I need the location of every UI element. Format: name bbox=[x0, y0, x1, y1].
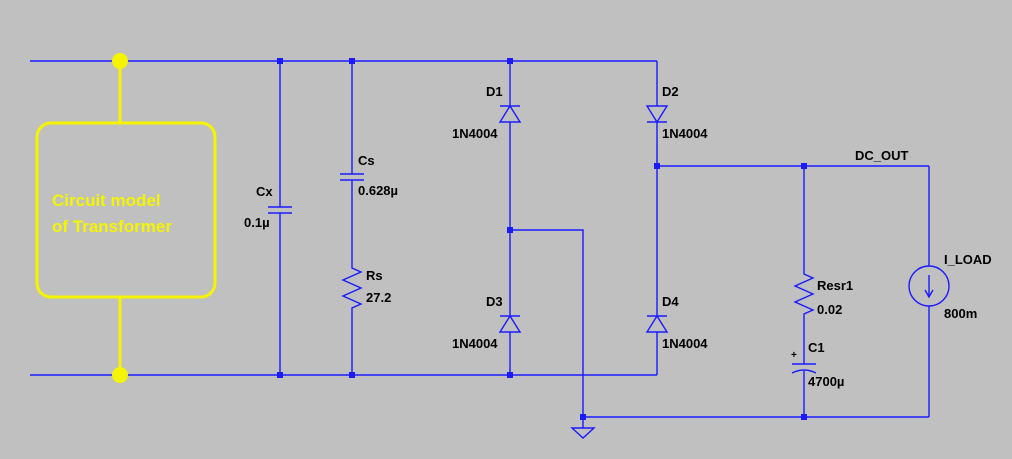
transformer-terminal-top bbox=[112, 53, 128, 69]
transformer-label-line1: Circuit model bbox=[52, 191, 161, 210]
d4-name: D4 bbox=[662, 294, 679, 309]
d3-value: 1N4004 bbox=[452, 336, 498, 351]
diode-d1[interactable]: D1 1N4004 bbox=[452, 84, 522, 141]
diode-triangle bbox=[498, 314, 522, 333]
current-source-circle bbox=[908, 265, 950, 307]
transformer-box bbox=[35, 121, 217, 299]
ground-icon bbox=[570, 427, 596, 439]
resistor-rs[interactable]: Rs 27.2 bbox=[341, 264, 391, 310]
resistor-resr1[interactable]: Resr1 0.02 bbox=[793, 270, 853, 318]
junction-dot bbox=[801, 163, 807, 169]
resr1-name: Resr1 bbox=[817, 278, 853, 293]
junction-dot bbox=[507, 58, 513, 64]
wires bbox=[30, 60, 930, 418]
plus-icon: + bbox=[791, 350, 797, 361]
current-source-i-load[interactable]: I_LOAD 800m bbox=[908, 252, 992, 321]
resr1-value: 0.02 bbox=[817, 302, 842, 317]
diode-d2[interactable]: D2 1N4004 bbox=[645, 84, 708, 141]
junction-dot bbox=[349, 58, 355, 64]
cx-value: 0.1µ bbox=[244, 215, 270, 230]
d2-value: 1N4004 bbox=[662, 126, 708, 141]
resistor-zigzag bbox=[793, 270, 815, 318]
transformer-model[interactable]: Circuit model of Transformer bbox=[35, 53, 217, 383]
junction-dot bbox=[349, 372, 355, 378]
junction-dot bbox=[507, 372, 513, 378]
diode-d4[interactable]: D4 1N4004 bbox=[645, 294, 708, 351]
capacitor-cs[interactable]: Cs 0.628µ bbox=[340, 153, 398, 198]
rs-value: 27.2 bbox=[366, 290, 391, 305]
d2-name: D2 bbox=[662, 84, 679, 99]
c1-name: C1 bbox=[808, 340, 825, 355]
i-load-value: 800m bbox=[944, 306, 977, 321]
junction-dot bbox=[801, 414, 807, 420]
diode-d3[interactable]: D3 1N4004 bbox=[452, 294, 522, 351]
diode-triangle bbox=[498, 104, 522, 123]
mid-to-ground-wire bbox=[510, 229, 584, 417]
dc-out-label: DC_OUT bbox=[855, 148, 909, 163]
capacitor-cx[interactable]: Cx 0.1µ bbox=[244, 184, 292, 230]
transformer-terminal-bottom bbox=[112, 367, 128, 383]
capacitor-curved-plate bbox=[791, 369, 817, 374]
junctions bbox=[277, 58, 807, 420]
resistor-zigzag bbox=[341, 264, 363, 310]
junction-dot bbox=[507, 227, 513, 233]
rs-name: Rs bbox=[366, 268, 383, 283]
cs-name: Cs bbox=[358, 153, 375, 168]
capacitor-c1[interactable]: + C1 4700µ bbox=[791, 340, 844, 389]
arrow-head-icon bbox=[924, 289, 934, 299]
diode-triangle bbox=[645, 105, 669, 124]
cs-value: 0.628µ bbox=[358, 183, 398, 198]
c1-value: 4700µ bbox=[808, 374, 844, 389]
junction-dot bbox=[277, 58, 283, 64]
junction-dot bbox=[654, 163, 660, 169]
transformer-label-line2: of Transformer bbox=[52, 217, 172, 236]
junction-dot bbox=[277, 372, 283, 378]
diode-triangle bbox=[645, 314, 669, 333]
cx-name: Cx bbox=[256, 184, 273, 199]
d1-name: D1 bbox=[486, 84, 503, 99]
d3-name: D3 bbox=[486, 294, 503, 309]
i-load-name: I_LOAD bbox=[944, 252, 992, 267]
d1-value: 1N4004 bbox=[452, 126, 498, 141]
d4-value: 1N4004 bbox=[662, 336, 708, 351]
